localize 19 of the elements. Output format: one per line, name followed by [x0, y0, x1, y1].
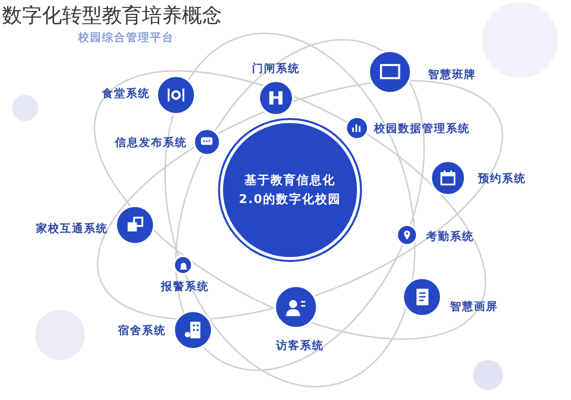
icon-circle	[173, 310, 213, 350]
system-label: 家校互通系统	[36, 220, 108, 236]
system-label: 门闸系统	[252, 60, 300, 76]
system-label: 报警系统	[161, 278, 209, 294]
icon-circle	[193, 128, 221, 156]
title: 数字化转型教育培养概念	[2, 2, 222, 29]
system-label: 信息发布系统	[115, 134, 187, 150]
system-label: 校园数据管理系统	[374, 120, 470, 136]
system-label: 考勤系统	[426, 228, 474, 244]
icon-circle	[396, 224, 418, 246]
system-label: 智慧画屏	[450, 298, 498, 314]
hub-text: 基于教育信息化 2.0的数字化校园	[238, 172, 342, 208]
icon-circle	[173, 255, 193, 275]
system-label: 宿舍系统	[118, 322, 166, 338]
platform-label: 校园综合管理平台	[78, 30, 174, 45]
system-label: 智慧班牌	[428, 66, 476, 82]
system-label: 预约系统	[478, 170, 526, 186]
system-label: 访客系统	[276, 338, 324, 352]
system-label: 食堂系统	[102, 86, 150, 100]
